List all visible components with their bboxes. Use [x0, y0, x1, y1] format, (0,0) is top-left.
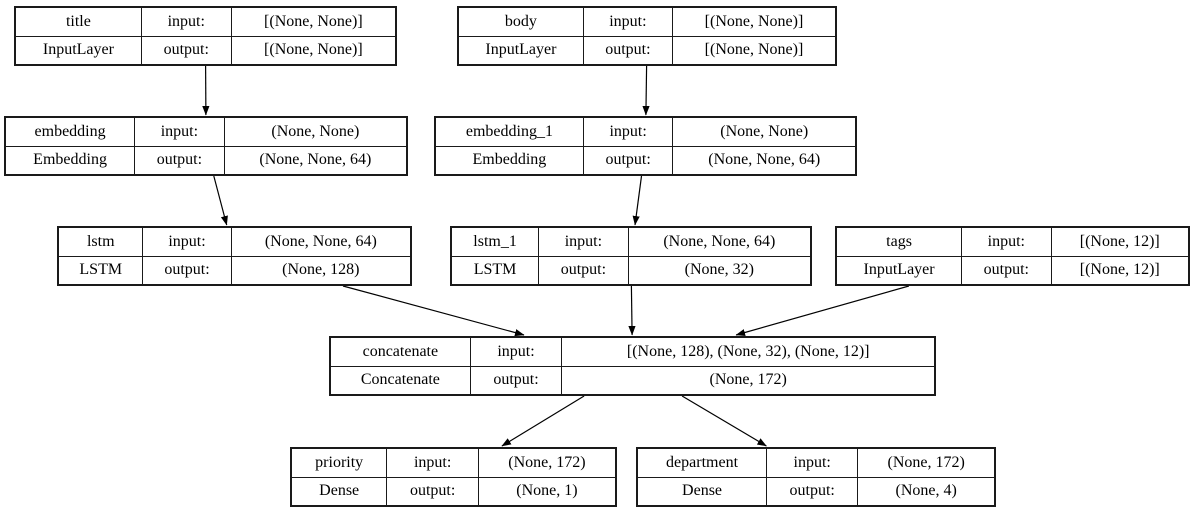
input-label: input:: [469, 337, 563, 367]
output-label: output:: [386, 476, 479, 506]
edge-concatenate-to-department: [681, 395, 767, 447]
input-shape: (None, None, 64): [627, 227, 812, 257]
edge-embedding-to-lstm: [213, 175, 228, 226]
layer-name: lstm: [57, 227, 144, 257]
layer-class: Embedding: [4, 145, 136, 175]
output-shape: (None, None, 64): [223, 145, 408, 175]
input-shape: [(None, 128), (None, 32), (None, 12)]: [561, 337, 935, 367]
input-shape: [(None, None)]: [230, 7, 397, 37]
layer-class: InputLayer: [15, 35, 142, 65]
output-label: output:: [140, 35, 232, 65]
input-shape: (None, None): [672, 117, 856, 147]
output-label: output:: [469, 365, 563, 395]
output-shape: [(None, 12)]: [1050, 255, 1189, 285]
input-shape: (None, None, 64): [230, 227, 412, 257]
layer-name: concatenate: [330, 337, 471, 367]
output-label: output:: [134, 145, 225, 175]
layer-class: Dense: [636, 476, 768, 506]
input-label: input:: [538, 227, 629, 257]
input-label: input:: [582, 117, 674, 147]
output-shape: (None, 4): [857, 476, 995, 506]
layer-class: LSTM: [450, 255, 540, 285]
input-shape: (None, 172): [857, 448, 995, 478]
input-label: input:: [386, 448, 479, 478]
output-shape: (None, 32): [627, 255, 812, 285]
layer-class: InputLayer: [458, 35, 584, 65]
output-label: output:: [538, 255, 629, 285]
input-label: input:: [134, 117, 225, 147]
output-shape: (None, 172): [561, 365, 935, 395]
output-shape: (None, 128): [230, 255, 412, 285]
layer-name: embedding_1: [435, 117, 584, 147]
layer-class: Dense: [290, 476, 388, 506]
layer-name: body: [458, 7, 584, 37]
layer-class: Concatenate: [330, 365, 471, 395]
layer-class: Embedding: [435, 145, 584, 175]
edge-concatenate-to-priority: [501, 395, 585, 447]
output-label: output:: [766, 476, 859, 506]
input-label: input:: [961, 227, 1052, 257]
layer-name: department: [636, 448, 768, 478]
output-shape: (None, None, 64): [672, 145, 856, 175]
edge-lstm-to-concatenate: [342, 285, 525, 337]
input-shape: (None, 172): [477, 448, 617, 478]
input-label: input:: [142, 227, 232, 257]
edge-embedding_1-to-lstm_1: [632, 175, 643, 226]
output-shape: (None, 1): [477, 476, 617, 506]
output-label: output:: [142, 255, 232, 285]
edge-lstm_1-to-concatenate: [628, 285, 636, 336]
layer-name: title: [15, 7, 142, 37]
input-shape: (None, None): [223, 117, 408, 147]
output-shape: [(None, None)]: [671, 35, 837, 65]
layer-class: LSTM: [57, 255, 144, 285]
input-label: input:: [582, 7, 673, 37]
output-label: output:: [582, 35, 673, 65]
layer-name: tags: [835, 227, 963, 257]
input-shape: [(None, None)]: [671, 7, 837, 37]
output-label: output:: [582, 145, 674, 175]
output-label: output:: [961, 255, 1052, 285]
layer-class: InputLayer: [835, 255, 963, 285]
layer-name: priority: [290, 448, 388, 478]
input-label: input:: [140, 7, 232, 37]
layer-name: embedding: [4, 117, 136, 147]
input-shape: [(None, 12)]: [1050, 227, 1189, 257]
layer-name: lstm_1: [450, 227, 540, 257]
edge-tags-to-concatenate: [735, 285, 910, 337]
edge-body-to-embedding_1: [642, 65, 650, 116]
output-shape: [(None, None)]: [230, 35, 397, 65]
input-label: input:: [766, 448, 859, 478]
edge-group: [202, 65, 910, 447]
